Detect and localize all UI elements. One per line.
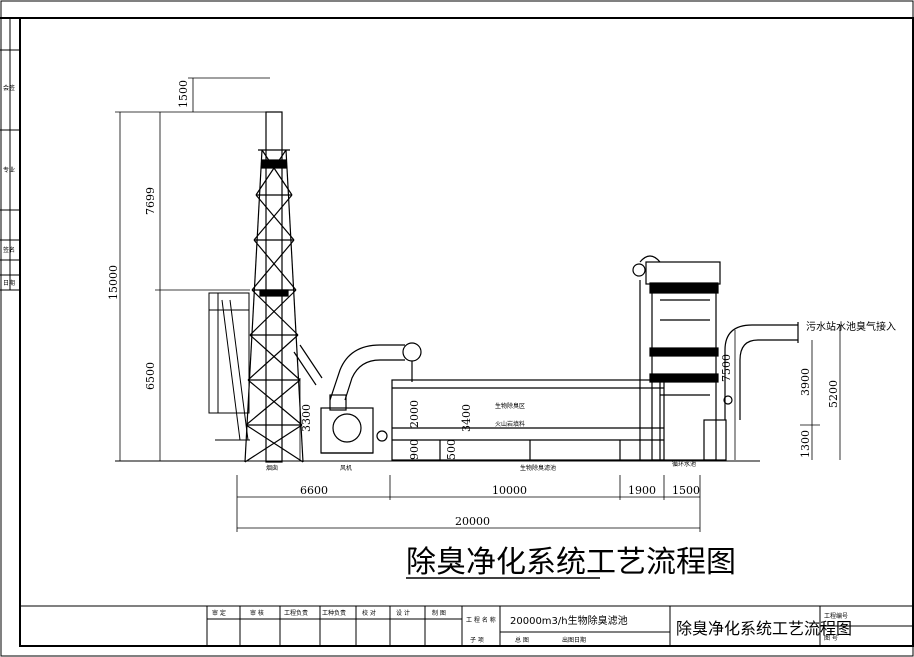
tb-zhitu: 制 图 (432, 609, 446, 617)
side-label-2: 签名 (3, 246, 15, 254)
bio-filter-tank (391, 379, 665, 461)
dim-stack-mid: 7699 (144, 187, 157, 215)
dim-tank-2000: 2000 (408, 400, 421, 428)
tb-zongtu: 总 图 (515, 636, 529, 644)
dim-fan-height: 3300 (300, 404, 313, 432)
inlet-label: 污水站水池臭气接入 (806, 320, 896, 333)
right-dimensions (734, 325, 841, 460)
dim-inlet-1300: 1300 (799, 430, 812, 458)
tb-gongcheng-bianhao: 工程编号 (824, 612, 848, 620)
dim-h-total: 20000 (455, 515, 490, 528)
tb-drawing-name: 除臭净化系统工艺流程图 (676, 619, 852, 638)
tb-gongcheng-mingcheng: 工 程 名 称 (466, 616, 496, 624)
label-bio-zone: 生物除臭区 (495, 402, 525, 410)
left-dimensions (115, 77, 301, 461)
dim-h-1900: 1900 (628, 484, 656, 497)
label-filler: 火山岩填料 (495, 420, 525, 428)
label-stack: 烟囱 (266, 464, 278, 472)
dim-tank-500: 500 (445, 439, 458, 460)
tb-shen-ding: 审 定 (212, 609, 226, 617)
ladder-platform (208, 292, 250, 441)
inlet-duct (723, 322, 799, 420)
dim-tank-3400: 3400 (460, 404, 473, 432)
stack (244, 111, 304, 463)
dim-h-1500: 1500 (672, 484, 700, 497)
label-bio-tank: 生物除臭滤池 (520, 464, 556, 472)
dim-tower-7500: 7500 (720, 354, 733, 382)
tb-chutu-riqi: 出图日期 (562, 636, 586, 644)
dim-total-height: 15000 (107, 265, 120, 300)
dim-h-6600: 6600 (300, 484, 328, 497)
drawing-title: 除臭净化系统工艺流程图 (406, 545, 736, 580)
side-label-3: 日期 (3, 279, 15, 287)
tb-gongcheng-fz: 工程负责 (284, 609, 308, 617)
fan-duct (293, 342, 422, 401)
dim-lower-height: 6500 (144, 362, 157, 390)
title-block (19, 605, 914, 647)
tb-tuhao: 图 号 (824, 635, 838, 642)
dim-inlet-3900: 3900 (799, 368, 812, 396)
tb-shen-he: 审 核 (250, 609, 264, 617)
side-label-0: 会签 (3, 84, 15, 92)
side-label-1: 专业 (3, 166, 15, 174)
horizontal-dimensions (236, 475, 701, 532)
side-strip: 会签 专业 签名 日期 (0, 18, 20, 291)
label-fan: 风机 (340, 464, 352, 472)
tb-zixiang: 子 项 (470, 637, 484, 644)
dim-stack-top: 1500 (177, 80, 190, 108)
spray-tower (632, 255, 727, 461)
label-water-tank: 循环水池 (672, 460, 696, 468)
tb-gongzhong-fz: 工种负责 (322, 609, 346, 617)
dim-tank-900: 900 (408, 439, 421, 460)
dim-h-10000: 10000 (492, 484, 527, 497)
fan (320, 394, 388, 454)
dim-inlet-5200: 5200 (827, 380, 840, 408)
tb-project-name: 20000m3/h生物除臭滤池 (510, 614, 628, 627)
tb-jiaodui: 校 对 (362, 609, 376, 617)
tb-sheji: 设 计 (396, 609, 410, 617)
